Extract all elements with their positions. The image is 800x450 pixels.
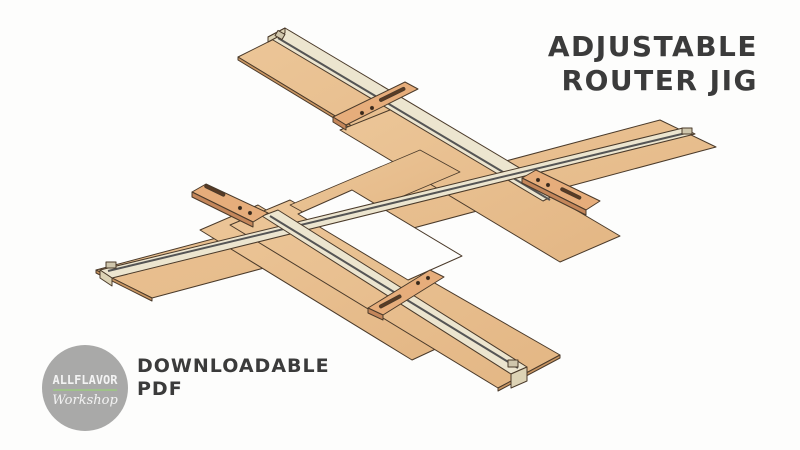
- title-line-1: ADJUSTABLE: [547, 30, 758, 63]
- clamp-3: [521, 169, 601, 216]
- title-line-2: ROUTER JIG: [561, 64, 758, 97]
- downloadable-pdf-label: DOWNLOADABLE PDF: [137, 355, 330, 401]
- pdf-line-1: DOWNLOADABLE: [137, 355, 330, 377]
- clamp-4: [367, 269, 445, 321]
- rail-b: [99, 127, 696, 287]
- logo-script-text: Workshop: [52, 393, 118, 408]
- clamp-1: [332, 81, 419, 131]
- page-title: ADJUSTABLE ROUTER JIG: [548, 30, 758, 98]
- pdf-line-2: PDF: [137, 378, 183, 400]
- allflavor-workshop-logo: ALLFLAVOR Workshop: [42, 345, 128, 431]
- clamp-2: [191, 183, 269, 228]
- logo-accent-bar: [53, 389, 117, 391]
- logo-brand-text: ALLFLAVOR: [52, 373, 118, 387]
